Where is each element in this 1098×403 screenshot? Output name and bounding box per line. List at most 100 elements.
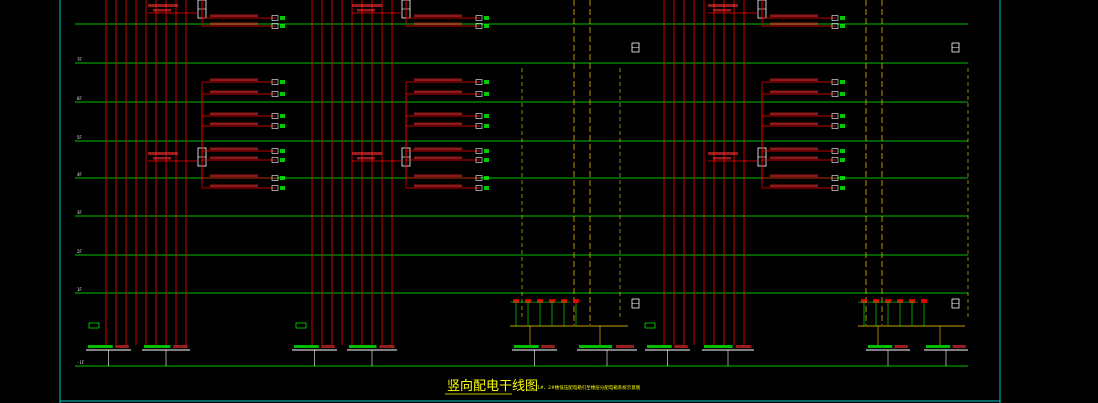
switchgear-label-text xyxy=(115,345,129,348)
distribution-panel xyxy=(708,78,845,191)
switchgear-label-text xyxy=(735,345,752,348)
breaker-box xyxy=(271,185,279,191)
switchgear-unit xyxy=(645,345,690,366)
breaker-box xyxy=(831,91,839,97)
breaker-box xyxy=(271,91,279,97)
breaker-box xyxy=(831,15,839,21)
switchgear-unit xyxy=(86,345,131,366)
breaker-box xyxy=(831,113,839,119)
breaker-tag xyxy=(484,92,489,96)
breaker-tag xyxy=(840,149,845,153)
switchgear-label-text xyxy=(144,345,171,348)
bus-breaker xyxy=(561,299,567,303)
breaker-box xyxy=(475,175,483,181)
branch-label-text xyxy=(770,78,818,81)
breaker-box xyxy=(271,79,279,85)
bus-breaker xyxy=(525,299,531,303)
distribution-panel xyxy=(708,0,845,29)
breaker-box xyxy=(475,113,483,119)
breaker-tag xyxy=(280,124,285,128)
breaker-tag xyxy=(840,92,845,96)
branch-label-text xyxy=(414,112,462,115)
breaker-box xyxy=(271,15,279,21)
breaker-tag xyxy=(484,176,489,180)
panel-label-text xyxy=(708,152,738,155)
breaker-tag xyxy=(280,186,285,190)
switchgear-label-text xyxy=(349,345,377,348)
switchgear-label-text xyxy=(294,345,319,348)
diagram-title: 竖向配电干线图 xyxy=(447,378,538,394)
branch-label-text xyxy=(414,156,462,159)
branch-label-text xyxy=(414,174,462,177)
panel-label-text xyxy=(153,157,171,160)
breaker-tag xyxy=(484,158,489,162)
branch-label-text xyxy=(210,174,258,177)
bus-breaker xyxy=(573,299,579,303)
switchgear-unit xyxy=(577,345,637,366)
switchgear-label-text xyxy=(894,345,908,348)
floor-label: 2F xyxy=(77,249,82,254)
panel-label-text xyxy=(352,4,382,7)
meter-box xyxy=(295,322,307,329)
breaker-tag xyxy=(840,158,845,162)
breaker-box xyxy=(831,23,839,29)
breaker-box xyxy=(831,185,839,191)
switchgear-label-text xyxy=(88,345,113,348)
branch-label-text xyxy=(414,122,462,125)
breaker-tag xyxy=(280,80,285,84)
basement-switchgear xyxy=(86,299,968,366)
breaker-box xyxy=(831,148,839,154)
branch-label-text xyxy=(414,90,462,93)
floor-label: 1F xyxy=(77,287,82,292)
bus-breaker xyxy=(885,299,891,303)
floor-label: 5F xyxy=(77,135,82,140)
floor-label: 7F xyxy=(77,57,82,62)
panel-label-text xyxy=(148,4,178,7)
branch-label-text xyxy=(210,122,258,125)
breaker-tag xyxy=(484,16,489,20)
breaker-tag xyxy=(840,114,845,118)
branch-label-text xyxy=(414,14,462,17)
breaker-tag xyxy=(484,24,489,28)
switchgear-label-text xyxy=(321,345,335,348)
riser-verticals xyxy=(105,0,969,345)
breaker-tag xyxy=(280,158,285,162)
panel-label-text xyxy=(352,152,382,155)
branch-label-text xyxy=(414,184,462,187)
switchgear-unit xyxy=(702,345,754,366)
breaker-box xyxy=(271,23,279,29)
switchgear-unit xyxy=(512,345,557,366)
panel-label-text xyxy=(148,152,178,155)
branch-label-text xyxy=(770,147,818,150)
branch-label-text xyxy=(210,156,258,159)
breaker-tag xyxy=(280,176,285,180)
switchgear-label-text xyxy=(173,345,188,348)
breaker-tag xyxy=(840,186,845,190)
breaker-box xyxy=(475,185,483,191)
floor-label: 4F xyxy=(77,172,82,177)
breaker-box xyxy=(475,91,483,97)
floor-label: 3F xyxy=(77,210,82,215)
breaker-box xyxy=(831,175,839,181)
branch-label-text xyxy=(414,78,462,81)
breaker-tag xyxy=(484,80,489,84)
breaker-tag xyxy=(484,186,489,190)
meter-box xyxy=(644,322,656,329)
breaker-tag xyxy=(484,124,489,128)
switchgear-label-text xyxy=(647,345,672,348)
distribution-panel xyxy=(352,78,489,191)
branch-label-text xyxy=(210,112,258,115)
distribution-panel xyxy=(148,0,285,29)
breaker-tag xyxy=(280,16,285,20)
panel-label-text xyxy=(713,9,731,12)
breaker-box xyxy=(271,157,279,163)
branch-label-text xyxy=(210,184,258,187)
breaker-box xyxy=(831,79,839,85)
breaker-tag xyxy=(280,92,285,96)
distribution-panel xyxy=(148,78,285,191)
bus-breaker xyxy=(513,299,519,303)
branch-label-text xyxy=(770,14,818,17)
branch-label-text xyxy=(770,122,818,125)
bus-breaker xyxy=(549,299,555,303)
